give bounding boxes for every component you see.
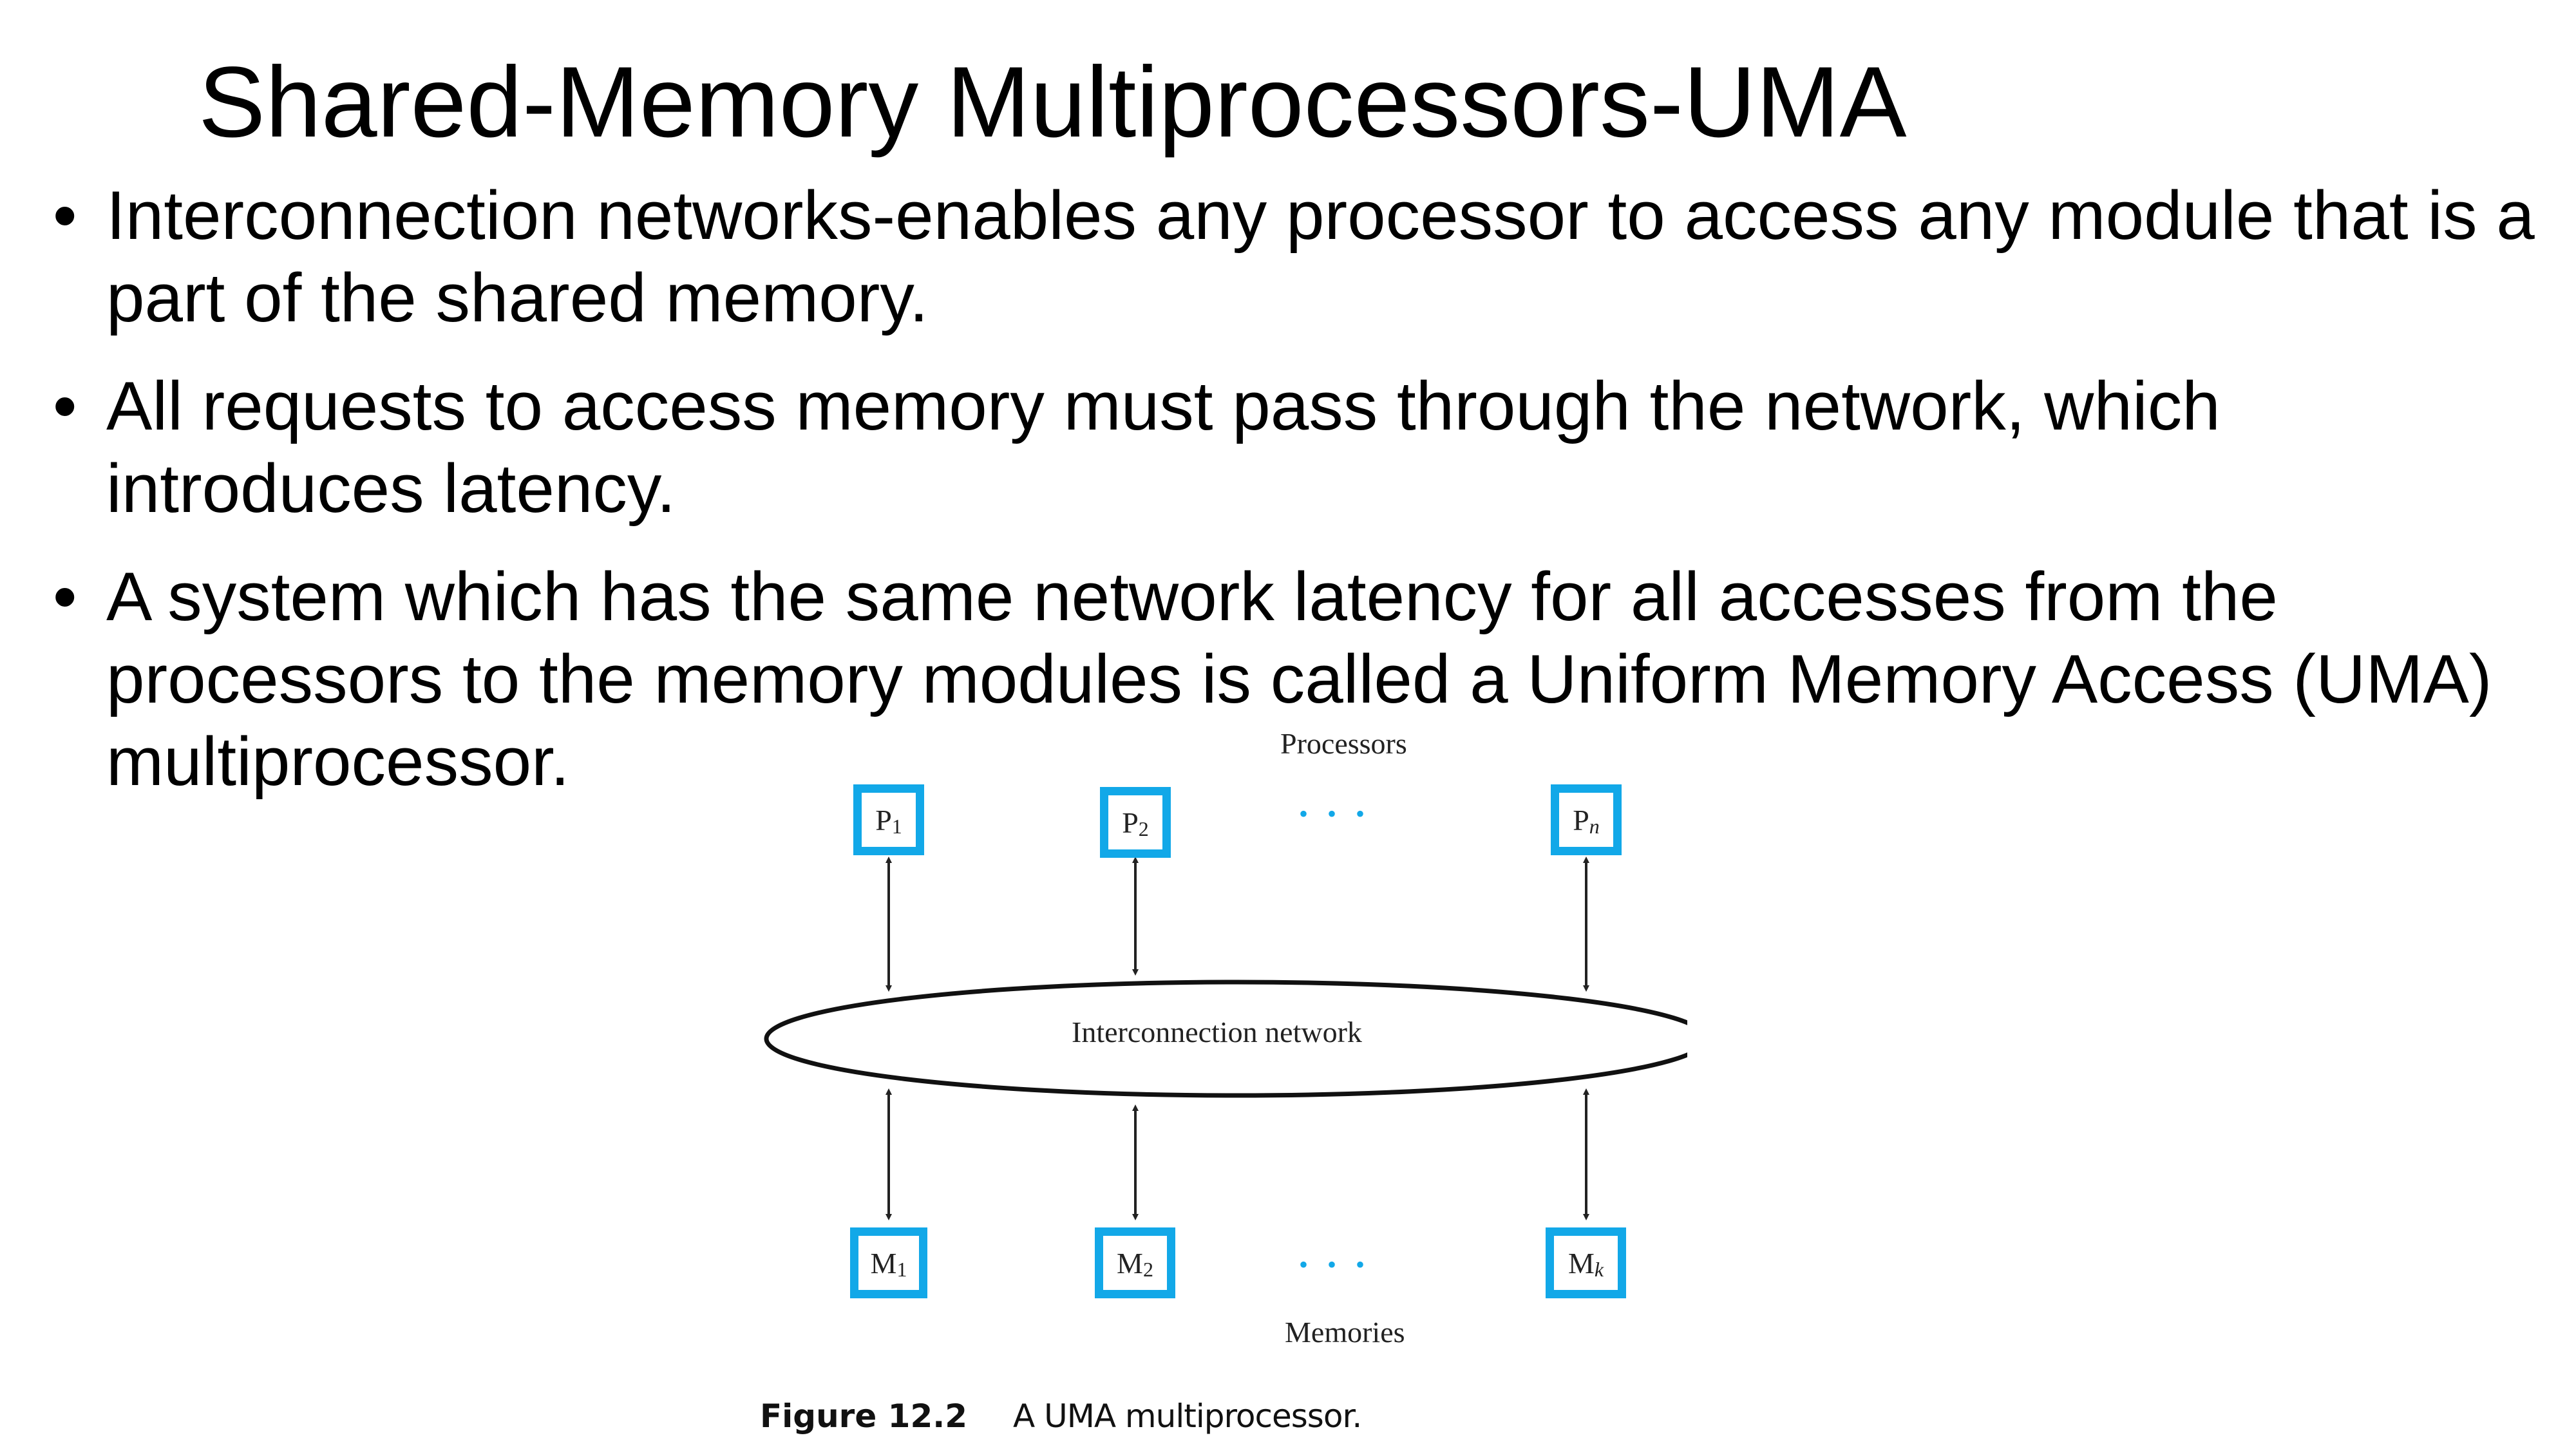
- memory-label: M: [1567, 1246, 1595, 1280]
- network-label: Interconnection network: [1072, 1016, 1362, 1048]
- memory-label: M: [870, 1246, 897, 1280]
- bullet-line: processors to the memory modules is call…: [106, 640, 2492, 717]
- processor-label: P: [1122, 806, 1139, 839]
- memories-ellipsis: • • •: [1299, 1250, 1372, 1279]
- processors-label: Processors: [1280, 727, 1407, 760]
- bullet-dot-icon: •: [53, 558, 77, 635]
- memory-subscript: 2: [1142, 1257, 1153, 1281]
- processor-label: P: [875, 803, 892, 837]
- bullet-line: multiprocessor.: [106, 723, 570, 800]
- bullet-line: A system which has the same network late…: [106, 558, 2278, 635]
- memory-label: M: [1117, 1246, 1143, 1280]
- figure-caption-number: Figure 12.2: [760, 1397, 968, 1435]
- processor-subscript: 1: [891, 814, 902, 838]
- bullet-line: introduces latency.: [106, 450, 676, 527]
- memories-label: Memories: [1285, 1316, 1405, 1349]
- processor-label: P: [1573, 803, 1589, 837]
- processor-subscript: n: [1589, 814, 1600, 838]
- memory-subscript: 1: [896, 1257, 907, 1281]
- bullet-line: part of the shared memory.: [106, 259, 929, 336]
- processor-subscript: 2: [1138, 817, 1149, 840]
- bullet-dot-icon: •: [53, 367, 77, 444]
- memory-subscript: k: [1594, 1257, 1604, 1281]
- slide-title: Shared-Memory Multiprocessors-UMA: [198, 46, 1907, 158]
- bullet-line: All requests to access memory must pass …: [106, 367, 2221, 444]
- figure-caption-text: A UMA multiprocessor.: [1013, 1397, 1362, 1435]
- connection-arrows: [764, 857, 1713, 1220]
- bullet-dot-icon: •: [53, 176, 77, 254]
- processors-ellipsis: • • •: [1299, 799, 1372, 828]
- bullet-line: Interconnection networks-enables any pro…: [106, 176, 2535, 254]
